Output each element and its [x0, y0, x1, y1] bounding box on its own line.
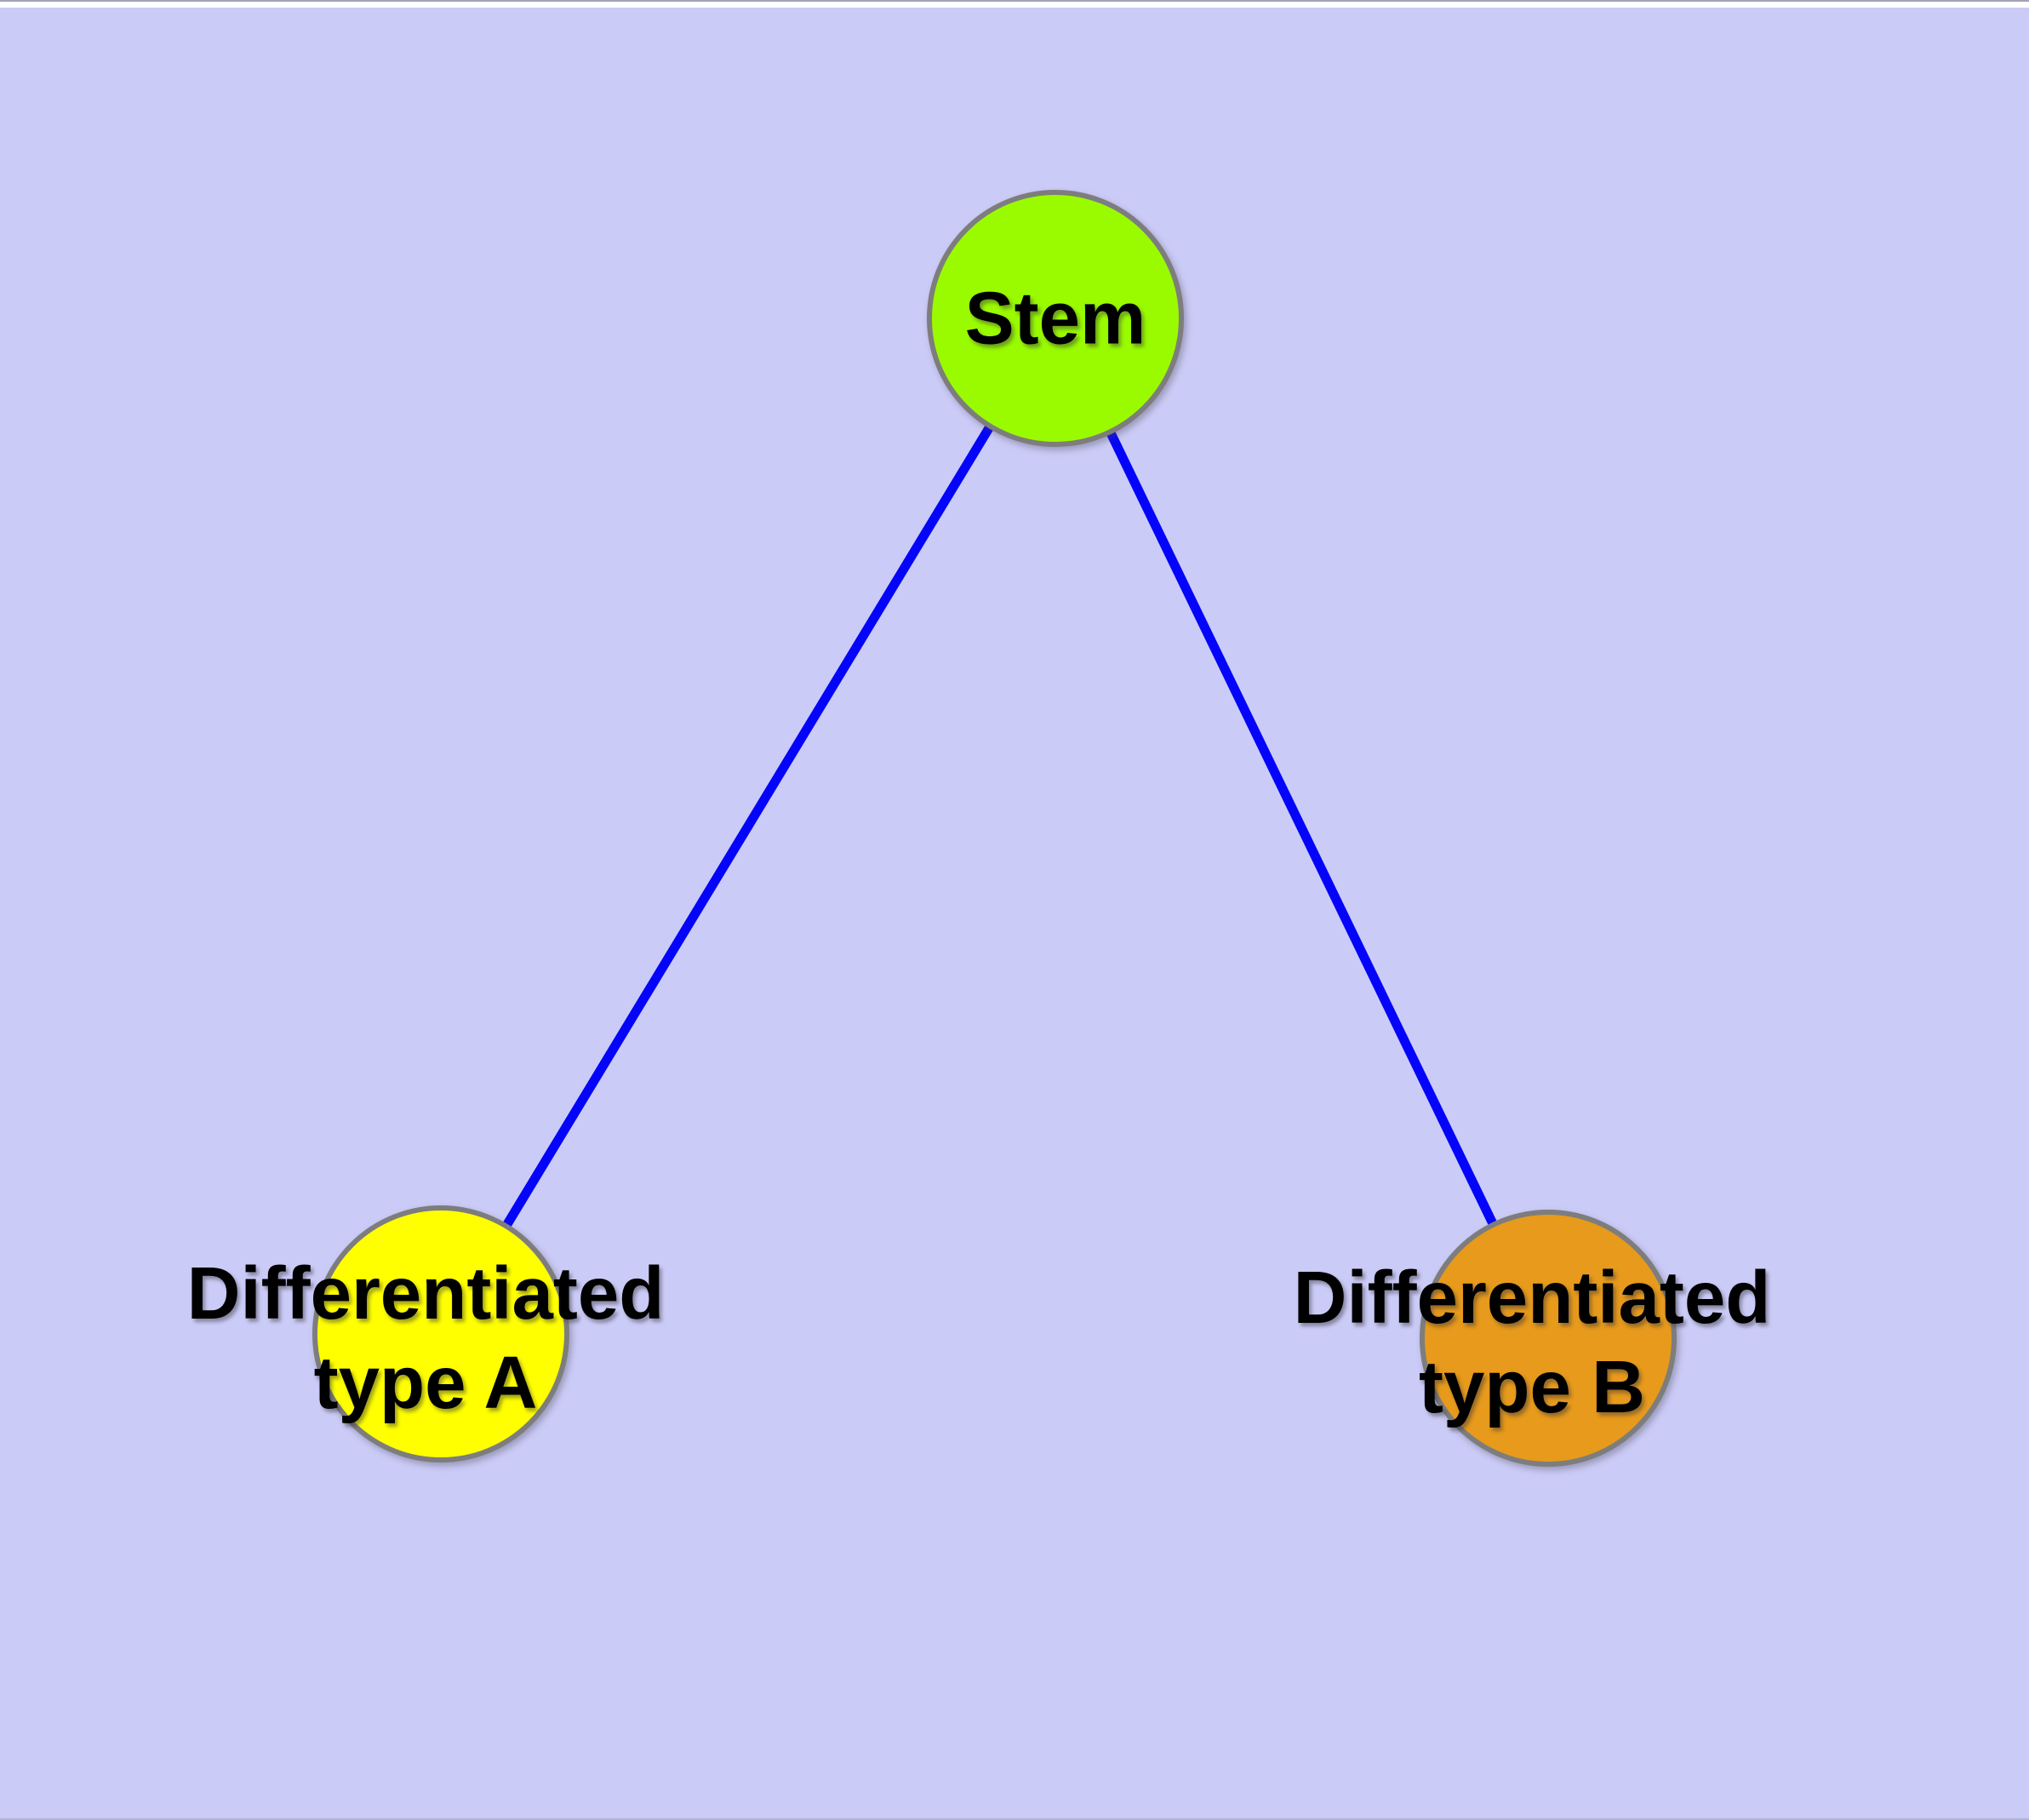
- node-circle-typeB: [1420, 1210, 1677, 1467]
- graph-svg: [312, 190, 1677, 1467]
- edge-stem-to-typeA: [437, 316, 1060, 1336]
- node-label-typeA: Differentiated type A: [187, 1249, 665, 1428]
- top-border-line: [0, 0, 2029, 2]
- node-label-typeA-line1: Differentiated: [186, 1252, 665, 1335]
- edge-stem-to-typeB: [1051, 316, 1552, 1341]
- node-label-typeB-line1: Differentiated: [1293, 1256, 1771, 1339]
- node-label-stem-line: Stem: [964, 277, 1146, 360]
- node-label-typeB-line2: type B: [1419, 1346, 1645, 1428]
- node-label-typeA-line2: type A: [313, 1342, 538, 1424]
- diagram-canvas: Stem Differentiated type A Differentiate…: [0, 8, 2029, 1820]
- node-label-typeB: Differentiated type B: [1294, 1253, 1771, 1432]
- node-circle-typeA: [312, 1205, 569, 1462]
- node-label-stem: Stem: [965, 274, 1146, 363]
- node-circle-stem: [927, 190, 1184, 447]
